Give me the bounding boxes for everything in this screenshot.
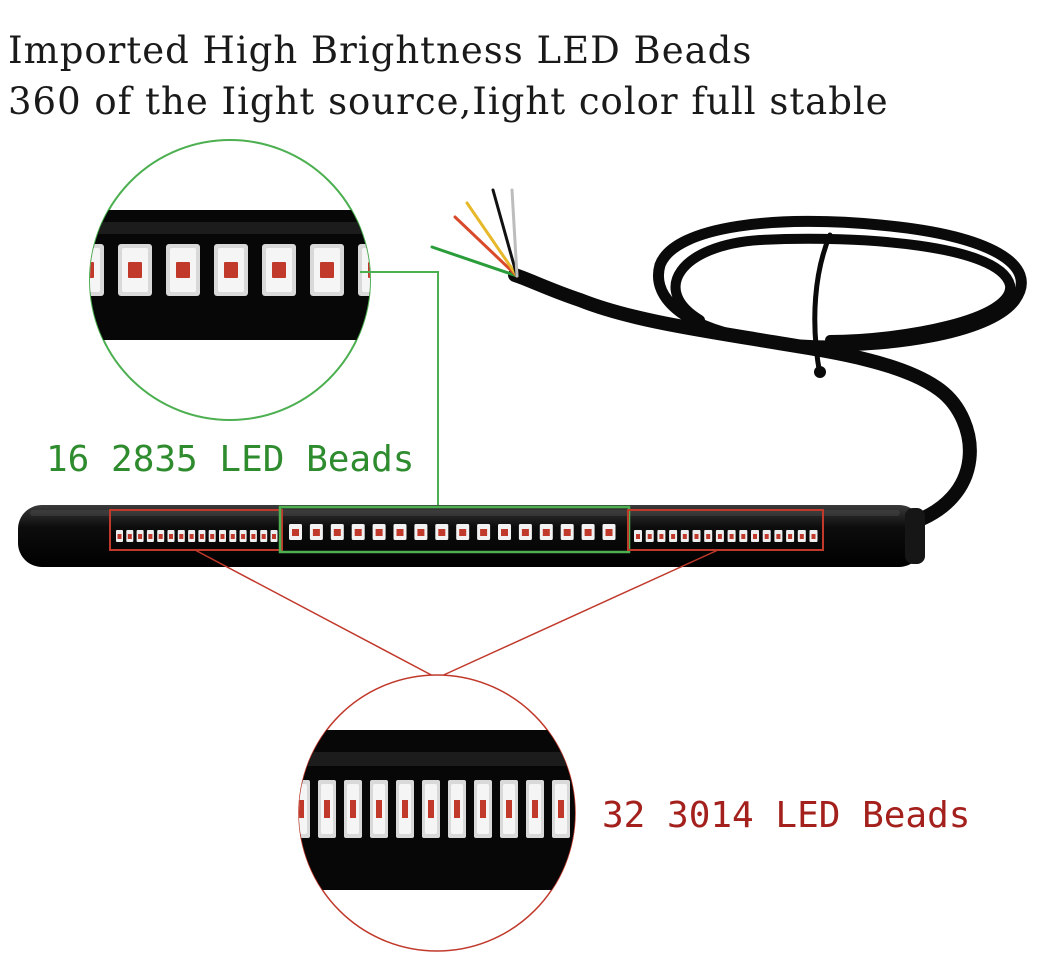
- led-3014: [146, 530, 154, 542]
- led-3014: [260, 530, 268, 542]
- led-2835: [372, 524, 386, 540]
- led-3014: [739, 530, 748, 542]
- led-3014-zoom: [299, 780, 310, 838]
- headline-line-1: Imported High Brightness LED Beads: [8, 29, 753, 72]
- led-3014: [727, 530, 736, 542]
- led-3014: [198, 530, 206, 542]
- led-2835-zoom: [310, 244, 344, 296]
- led-3014: [809, 530, 818, 542]
- led-3014: [157, 530, 165, 542]
- led-2835-zoom: [214, 244, 248, 296]
- led-2835-zoom: [166, 244, 200, 296]
- led-3014: [249, 530, 257, 542]
- led-3014-zoom: [422, 780, 440, 838]
- led-3014-zoom: [344, 780, 362, 838]
- led-3014: [136, 530, 144, 542]
- led-3014: [762, 530, 771, 542]
- led-2835: [560, 524, 574, 540]
- led-3014-zoom: [318, 780, 336, 838]
- zoom-circle-2835: [89, 139, 371, 421]
- led-3014: [126, 530, 134, 542]
- led-3014: [239, 530, 247, 542]
- led-2835: [581, 524, 595, 540]
- led-3014-zoom: [370, 780, 388, 838]
- led-3014: [270, 530, 278, 542]
- cable-coil: [508, 215, 1027, 532]
- led-2835: [456, 524, 470, 540]
- led-2835: [539, 524, 553, 540]
- callout-3014-beads: 32 3014 LED Beads: [602, 795, 971, 836]
- led-3014: [669, 530, 678, 542]
- led-3014: [229, 530, 237, 542]
- led-2835: [289, 524, 302, 540]
- callout-line-2835: [360, 271, 439, 505]
- led-3014: [657, 530, 666, 542]
- callout-lines-3014: [194, 549, 719, 681]
- led-3014: [645, 530, 654, 542]
- led-2835-zoom: [358, 244, 370, 296]
- led-3014-zoom: [396, 780, 414, 838]
- led-3014: [219, 530, 226, 542]
- callout-2835-beads: 16 2835 LED Beads: [46, 439, 415, 480]
- led-3014: [634, 530, 642, 542]
- led-2835: [393, 524, 407, 540]
- led-3014-zoom: [552, 780, 570, 838]
- led-3014: [751, 530, 759, 542]
- led-3014: [786, 530, 795, 542]
- led-2835: [498, 524, 511, 540]
- led-2835: [309, 524, 323, 540]
- led-2835-zoom: [90, 244, 104, 296]
- led-2835: [518, 524, 532, 540]
- led-3014-zoom: [448, 780, 466, 838]
- led-3014: [680, 530, 689, 542]
- led-3014: [188, 530, 196, 542]
- led-3014-zoom: [474, 780, 492, 838]
- led-3014: [177, 530, 185, 542]
- led-3014-zoom: [526, 780, 544, 838]
- led-2835: [477, 524, 491, 540]
- headline-line-2: 360 of the Iight source,Iight color full…: [8, 80, 889, 123]
- led-3014: [116, 530, 123, 542]
- led-3014: [797, 530, 806, 542]
- zoom-circle-3014: [298, 674, 596, 952]
- led-3014: [704, 530, 713, 542]
- led-3014: [715, 530, 724, 542]
- wire-ends: [430, 188, 519, 278]
- led-2835-zoom: [118, 244, 152, 296]
- led-3014-zoom: [500, 780, 518, 838]
- led-2835-zoom: [262, 244, 296, 296]
- led-3014: [692, 530, 701, 542]
- led-2835: [435, 524, 449, 540]
- led-2835: [602, 524, 616, 540]
- led-3014-zoom: [578, 780, 596, 838]
- led-3014: [774, 530, 783, 542]
- led-3014: [167, 530, 175, 542]
- highlight-3014-right: [627, 509, 824, 551]
- led-2835: [351, 524, 365, 540]
- led-2835: [414, 524, 428, 540]
- led-strip: [18, 505, 925, 567]
- led-3014: [208, 530, 216, 542]
- led-2835: [330, 524, 344, 540]
